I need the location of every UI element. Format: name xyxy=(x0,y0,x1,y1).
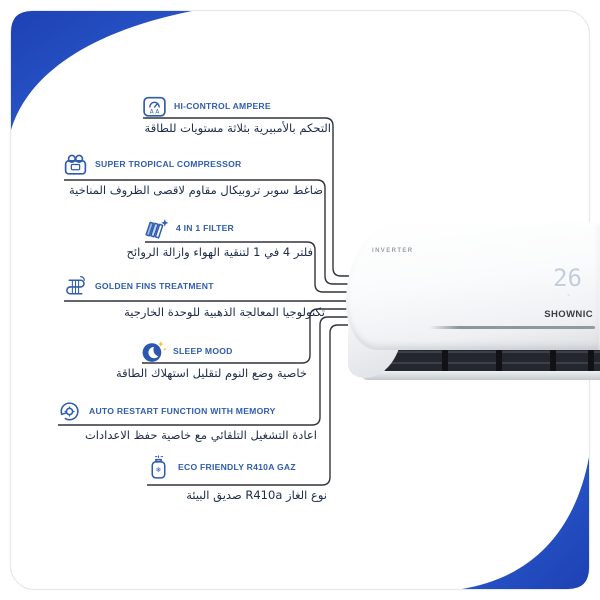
panel-accent-line xyxy=(429,326,595,329)
gas-cylinder-icon: ❄ xyxy=(145,454,172,481)
feature-auto-restart-memory: AUTO RESTART FUNCTION WITH MEMORY xyxy=(56,397,276,425)
feature-title: AUTO RESTART FUNCTION WITH MEMORY xyxy=(89,406,276,416)
feature-arabic: ضاغط سوبر تروبيكال مقاوم لاقصى الظروف ال… xyxy=(68,183,323,197)
svg-text:A A: A A xyxy=(150,109,160,115)
sleep-moon-icon xyxy=(140,338,167,365)
feature-super-tropical-compressor: SUPER TROPICAL COMPRESSOR xyxy=(62,150,241,178)
feature-arabic: خاصية وضع النوم لتقليل استهلاك الطاقة xyxy=(116,366,307,380)
auto-restart-icon xyxy=(56,398,83,425)
feature-golden-fins-treatment: GOLDEN FINS TREATMENT xyxy=(62,272,214,300)
temperature-unit: ° xyxy=(567,294,570,301)
temperature-display: 26 xyxy=(553,264,582,292)
svg-text:❄: ❄ xyxy=(156,466,162,474)
feature-arabic: نوع الغاز R410a صديق البيئة xyxy=(186,488,327,502)
feature-title: SLEEP MOOD xyxy=(173,346,233,356)
feature-title: GOLDEN FINS TREATMENT xyxy=(95,281,214,291)
feature-arabic: التحكم بالأمبيرية بثلاثة مستويات للطاقة xyxy=(144,121,331,135)
feature-title: 4 IN 1 FILTER xyxy=(176,223,235,233)
unit-bottom-lip xyxy=(362,371,600,380)
air-conditioner-unit: INVERTER 26 ° SHOWNIC xyxy=(338,214,600,386)
feature-4-in-1-filter: 4 IN 1 FILTER xyxy=(143,214,234,242)
corner-swoosh-bottom-right xyxy=(462,457,589,589)
feature-eco-friendly-gas: ❄ ECO FRIENDLY R410A GAZ xyxy=(145,453,296,481)
unit-front-panel: INVERTER 26 ° SHOWNIC xyxy=(346,222,600,350)
feature-arabic: اعادة التشغيل التلقائي مع خاصية حفظ الاع… xyxy=(84,428,317,442)
feature-arabic: فلتر 4 في 1 لتنقية الهواء وازالة الروائح xyxy=(126,245,314,259)
feature-title: SUPER TROPICAL COMPRESSOR xyxy=(95,159,242,169)
brand-logo: SHOWNIC xyxy=(544,309,593,320)
feature-title: HI-CONTROL AMPERE xyxy=(174,101,271,111)
feature-sleep-mood: SLEEP MOOD xyxy=(140,337,233,365)
inverter-badge: INVERTER xyxy=(372,248,414,254)
feature-arabic: تكنولوجيا المعالجة الذهبية للوحدة الخارج… xyxy=(124,305,325,319)
golden-fins-icon xyxy=(62,273,89,300)
feature-title: ECO FRIENDLY R410A GAZ xyxy=(178,462,296,472)
compressor-icon xyxy=(62,151,89,178)
feature-hi-control-ampere: A A HI-CONTROL AMPERE xyxy=(141,92,271,120)
air-filter-icon xyxy=(143,215,170,242)
ampere-meter-icon: A A xyxy=(141,93,168,120)
